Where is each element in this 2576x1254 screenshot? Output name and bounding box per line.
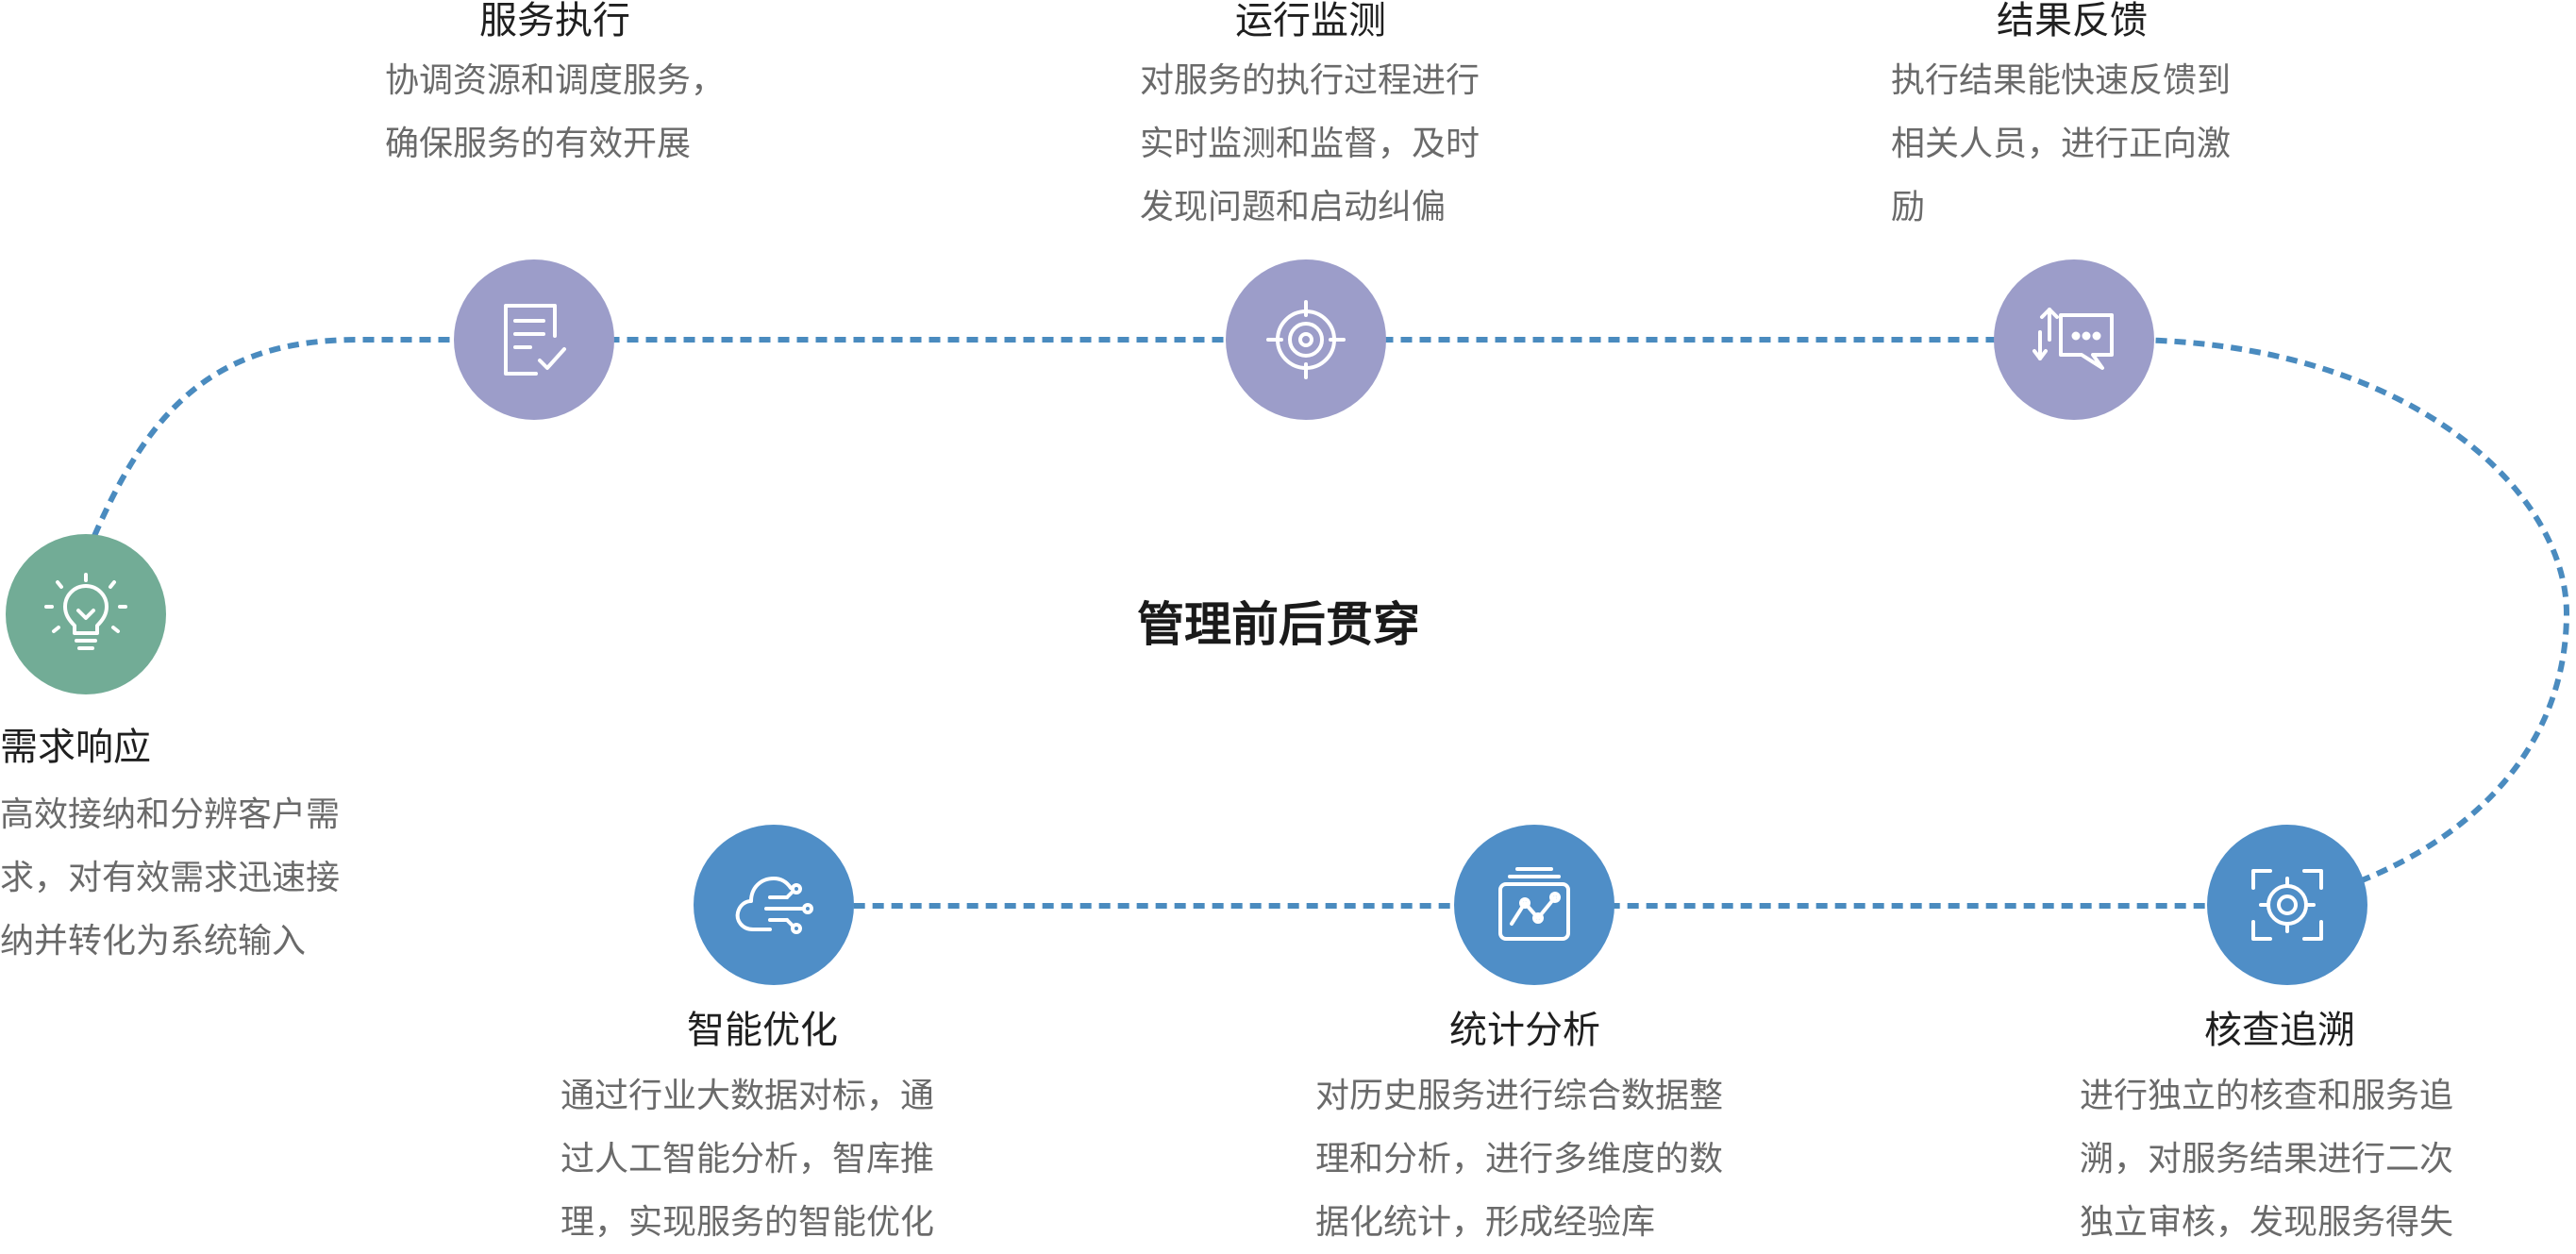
lightbulb-icon	[44, 573, 127, 650]
node-audit-tracing	[2207, 825, 2367, 985]
desc-line: 过人工智能分析，智库推	[560, 1140, 935, 1179]
desc-line: 确保服务的有效开展	[385, 125, 692, 163]
desc-line: 执行结果能快速反馈到	[1891, 61, 2232, 100]
desc-line: 励	[1891, 188, 1926, 226]
desc-line: 独立审核，发现服务得失	[2080, 1203, 2454, 1242]
dashed-connector-path	[92, 337, 2570, 909]
desc-line: 对服务的执行过程进行	[1140, 61, 1480, 100]
desc-line: 实时监测和监督，及时	[1140, 125, 1480, 163]
desc-line: 进行独立的核查和服务追	[2080, 1077, 2454, 1115]
step-title-audit-tracing: 核查追溯	[2204, 1009, 2355, 1052]
desc-line: 理和分析，进行多维度的数	[1315, 1140, 1724, 1179]
node-intelligent-optimization	[694, 825, 854, 985]
node-service-execution	[454, 259, 614, 420]
target-icon	[1266, 300, 1346, 379]
checklist-icon	[504, 304, 566, 376]
desc-line: 发现问题和启动纠偏	[1140, 188, 1447, 226]
step-desc-statistical-analysis: 对历史服务进行综合数据整 理和分析，进行多维度的数 据化统计，形成经验库	[1315, 1064, 1723, 1254]
chat-feedback-icon	[2032, 308, 2114, 370]
step-desc-operation-monitoring: 对服务的执行过程进行 实时监测和监督，及时 发现问题和启动纠偏	[1140, 49, 1480, 239]
desc-line: 溯，对服务结果进行二次	[2080, 1140, 2454, 1179]
step-title-statistical-analysis: 统计分析	[1449, 1009, 1600, 1052]
step-title-result-feedback: 结果反馈	[1997, 0, 2148, 42]
node-statistical-analysis	[1454, 825, 1614, 985]
step-title-operation-monitoring: 运行监测	[1235, 0, 1386, 42]
chart-board-icon	[1498, 867, 1570, 941]
step-title-service-execution: 服务执行	[479, 0, 630, 42]
step-title-intelligent-optimization: 智能优化	[687, 1009, 838, 1052]
step-desc-service-execution: 协调资源和调度服务， 确保服务的有效开展	[385, 49, 725, 176]
step-desc-demand-response: 高效接纳和分辨客户需 求，对有效需求迅速接 纳并转化为系统输入	[0, 783, 340, 973]
node-operation-monitoring	[1226, 259, 1386, 420]
desc-line: 理，实现服务的智能优化	[560, 1203, 935, 1242]
desc-line: 高效接纳和分辨客户需	[0, 795, 341, 834]
desc-line: 据化统计，形成经验库	[1315, 1203, 1656, 1242]
desc-line: 协调资源和调度服务，	[385, 61, 726, 100]
center-title: 管理前后贯穿	[1137, 597, 1420, 652]
step-desc-audit-tracing: 进行独立的核查和服务追 溯，对服务结果进行二次 独立审核，发现服务得失	[2080, 1064, 2453, 1254]
desc-line: 相关人员，进行正向激	[1891, 125, 2232, 163]
desc-line: 求，对有效需求迅速接	[0, 859, 341, 897]
node-result-feedback	[1994, 259, 2154, 420]
step-desc-intelligent-optimization: 通过行业大数据对标，通 过人工智能分析，智库推 理，实现服务的智能优化	[560, 1064, 934, 1254]
node-demand-response	[6, 534, 166, 694]
desc-line: 纳并转化为系统输入	[0, 922, 307, 961]
focus-scan-icon	[2251, 869, 2323, 941]
desc-line: 对历史服务进行综合数据整	[1315, 1077, 1724, 1115]
step-desc-result-feedback: 执行结果能快速反馈到 相关人员，进行正向激 励	[1891, 49, 2231, 239]
cloud-circuit-icon	[735, 877, 813, 934]
step-title-demand-response: 需求响应	[0, 726, 151, 769]
desc-line: 通过行业大数据对标，通	[560, 1077, 935, 1115]
